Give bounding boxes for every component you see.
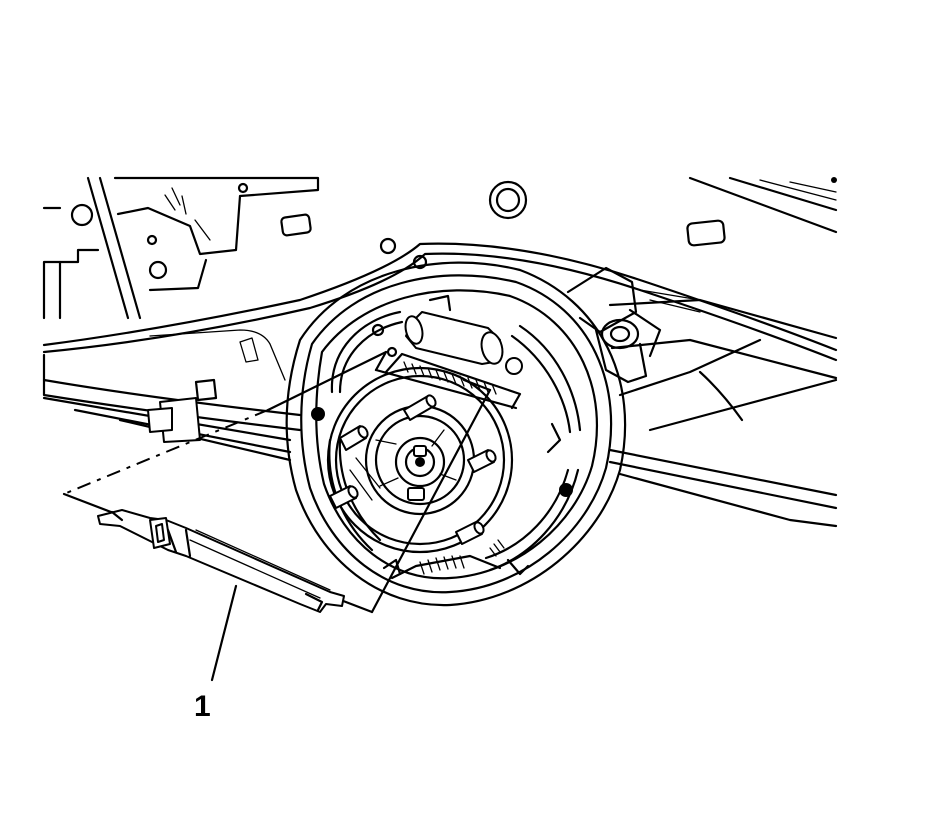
wheel-stud	[339, 425, 369, 451]
wheel-hub	[326, 366, 514, 554]
lower-return-spring	[382, 539, 530, 580]
callout-1: 1	[194, 584, 238, 723]
body-panel-right	[488, 176, 838, 247]
backing-plate	[285, 254, 627, 607]
body-panel-left	[42, 176, 320, 320]
shock-mount	[566, 266, 701, 384]
adjuster-strut-part	[97, 509, 345, 613]
wheel-stud	[467, 449, 497, 473]
callout-leader-line	[210, 584, 238, 682]
wheel-stud	[455, 521, 485, 545]
wheel-cylinder	[404, 294, 523, 375]
wheel-stud	[403, 394, 437, 421]
callout-label: 1	[194, 690, 211, 723]
callout-view-lines	[62, 350, 518, 614]
wheel-stud	[329, 485, 359, 509]
leaf-spring	[42, 378, 838, 528]
